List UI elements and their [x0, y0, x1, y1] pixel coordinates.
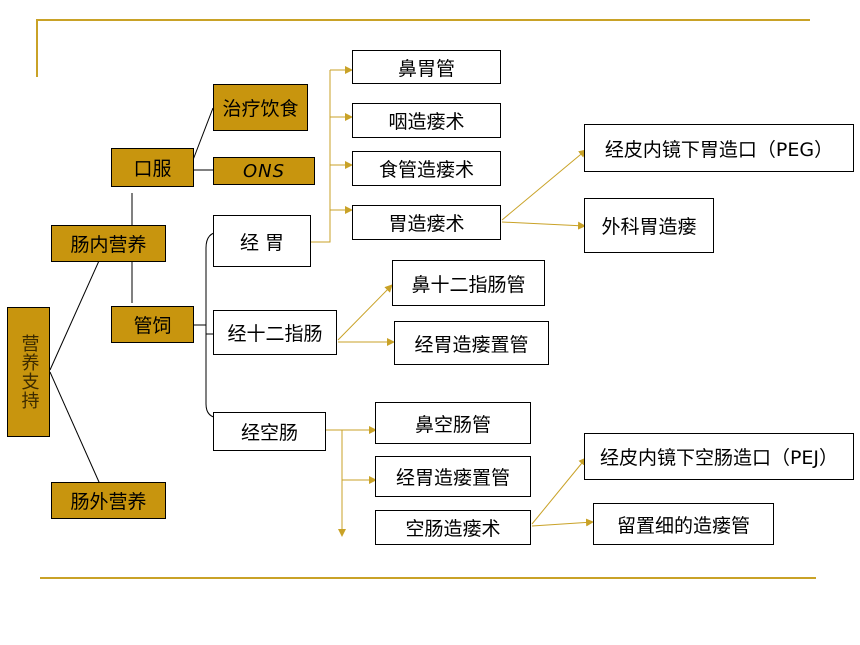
node-enteral-nutrition: 肠内营养	[51, 225, 166, 262]
node-gastrostomy: 胃造瘘术	[352, 205, 501, 240]
left-rule	[36, 19, 38, 77]
node-gastrostomy-duodenal-tube: 经胃造瘘置管	[394, 321, 549, 365]
node-nasoduodenal-tube: 鼻十二指肠管	[392, 260, 545, 306]
node-parenteral-nutrition: 肠外营养	[51, 482, 166, 519]
node-via-stomach: 经 胃	[213, 215, 311, 267]
node-via-duodenum: 经十二指肠	[213, 310, 337, 355]
node-nutrition-support-label: 营养支持	[18, 334, 40, 410]
node-nasojejunal-tube: 鼻空肠管	[375, 402, 531, 444]
node-surgical-gastrostomy: 外科胃造瘘	[584, 198, 714, 253]
node-nasogastric-tube: 鼻胃管	[352, 50, 501, 84]
node-nutrition-support: 营养支持	[7, 307, 50, 437]
bottom-rule	[40, 577, 816, 579]
top-rule	[36, 19, 810, 21]
node-via-jejunum: 经空肠	[213, 412, 326, 451]
node-pharyngostomy: 咽造瘘术	[352, 103, 501, 138]
node-ons: ONS	[213, 157, 315, 185]
node-gastrostomy-jejunal-tube: 经胃造瘘置管	[375, 456, 531, 497]
node-therapeutic-diet: 治疗饮食	[213, 84, 308, 131]
node-peg: 经皮内镜下胃造口（PEG）	[584, 124, 854, 172]
node-jejunostomy: 空肠造瘘术	[375, 510, 531, 545]
node-esophagostomy: 食管造瘘术	[352, 151, 501, 186]
node-oral: 口服	[111, 148, 194, 187]
node-indwelling-fine-tube: 留置细的造瘘管	[593, 503, 774, 545]
node-pej: 经皮内镜下空肠造口（PEJ）	[584, 433, 854, 480]
node-tube-feeding: 管饲	[111, 306, 194, 343]
